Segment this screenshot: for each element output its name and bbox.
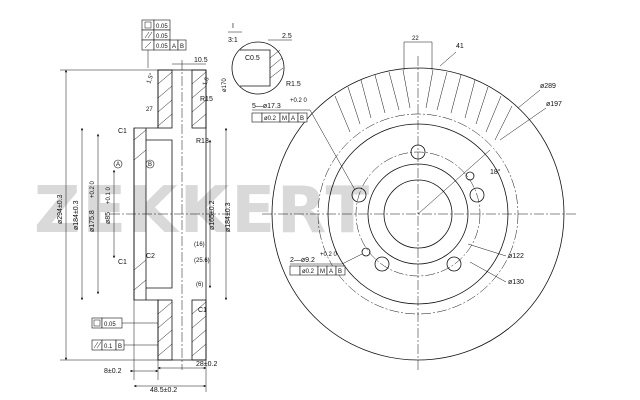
ref-25-6: (25.6)	[194, 258, 210, 264]
flatness-value: 0.05	[156, 24, 168, 30]
holes-2: 2—ø9.2	[290, 257, 315, 264]
datum-b-marker: B	[148, 162, 152, 168]
position-frame-5: ø0.2 M A B	[251, 112, 308, 123]
flat-0-05: 0.05	[104, 322, 116, 328]
holes-2-tol: +0.2 0	[320, 252, 338, 258]
dim-8: 8±0.2	[104, 368, 122, 375]
pos-tol-5: ø0.2	[264, 116, 277, 122]
dia-85: ø85	[105, 212, 112, 224]
detail-view: I 3:1 C0.5 2.5 R1.5 ø170	[222, 23, 301, 95]
tolerance-frame: 0.05 0.05 0.05 A B	[141, 19, 187, 68]
radius-r15: R15	[200, 96, 213, 103]
holes-5: 5—ø17.3	[252, 103, 281, 110]
chamfer-c1-low: C1	[198, 307, 207, 314]
front-view: 22 41 ø289 ø197 5—ø17.3 +0.2 0 ø0.2 M A …	[251, 36, 576, 372]
dia-294: ø294±0.3	[57, 194, 64, 224]
dim-41: 41	[456, 43, 464, 50]
section-view: 0.05 0.05 0.05 A B 10.5 1,5° 1,6 R15 27 …	[57, 19, 232, 394]
dim-48-5: 48.5±0.2	[150, 387, 177, 394]
pos-mod-5: M	[282, 116, 287, 122]
ref-16: (16)	[194, 242, 205, 248]
dia-165: ø165±0.2	[209, 200, 216, 230]
angle-1-6: 1,6	[202, 76, 211, 87]
holes-5-tol: +0.2 0	[290, 98, 308, 104]
dia-122: ø122	[508, 253, 524, 260]
chamfer-c0-5: C0.5	[245, 55, 260, 62]
angle-1-5: 1,5°	[146, 72, 156, 85]
datum-a-marker: A	[116, 162, 120, 168]
parallelism-value: 0.05	[156, 34, 168, 40]
detail-scale: 3:1	[228, 37, 238, 44]
pos-tol-2: ø0.2	[302, 269, 315, 275]
dia-130: ø130	[508, 279, 524, 286]
note-170: ø170	[222, 78, 228, 92]
dia-85-tol: +0.1 0	[106, 186, 112, 204]
pos-mod-2: M	[320, 269, 325, 275]
pos-db-2: B	[338, 269, 342, 275]
dia-184: ø184±0.3	[73, 200, 80, 230]
dim-22: 22	[412, 36, 419, 42]
runout-value: 0.05	[156, 44, 168, 50]
par-datum: B	[118, 344, 122, 350]
section-hatching	[133, 71, 207, 357]
radius-r13: R13	[196, 138, 209, 145]
dia-175: ø175.8	[89, 210, 96, 232]
pos-db-5: B	[300, 116, 304, 122]
watermark: ZEKKERT	[34, 174, 371, 248]
dia-197: ø197	[546, 101, 562, 108]
angle-18: 18°	[490, 168, 501, 176]
dim-27: 27	[146, 107, 153, 113]
ref-6: (6)	[196, 282, 203, 288]
dim-28: 28±0.2	[196, 361, 217, 368]
detail-label: I	[232, 23, 234, 30]
cooling-vanes	[334, 69, 513, 141]
chamfer-c1-bottom: C1	[118, 259, 127, 266]
datum-b-label: B	[180, 44, 184, 50]
datum-a-label: A	[172, 44, 176, 50]
dim-2-5: 2.5	[282, 33, 292, 40]
radius-r1-5: R1.5	[286, 81, 301, 88]
chamfer-c2: C2	[146, 253, 155, 260]
pos-da-5: A	[291, 116, 295, 122]
pos-da-2: A	[329, 269, 333, 275]
position-frame-2: ø0.2 M A B	[289, 265, 346, 276]
bolt-holes	[351, 144, 485, 272]
dia-184-right: ø184±0.3	[225, 202, 232, 232]
par-0-1: 0.1	[104, 344, 113, 350]
dim-10-5: 10.5	[194, 57, 208, 64]
dia-289: ø289	[540, 83, 556, 90]
dia-175-tol: +0.2 0	[90, 180, 96, 198]
chamfer-c1-top: C1	[118, 128, 127, 135]
